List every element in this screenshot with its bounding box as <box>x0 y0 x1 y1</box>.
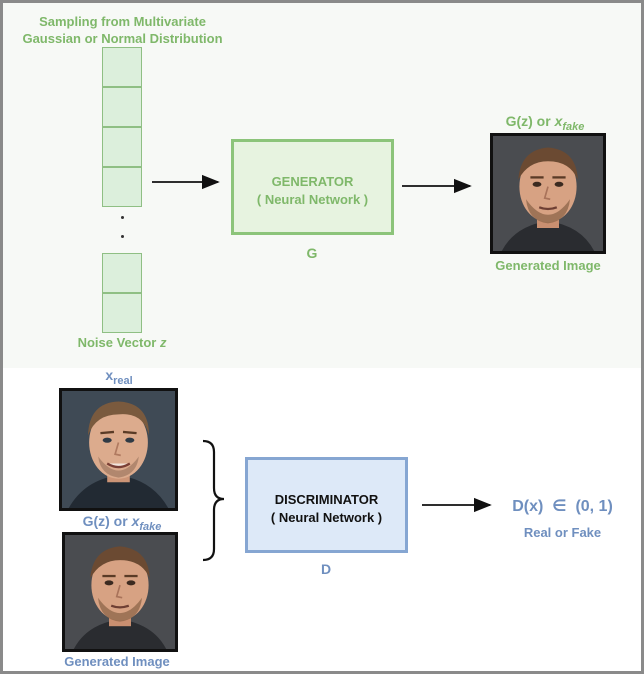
sampling-title-line2: Gaussian or Normal Distribution <box>22 31 223 46</box>
generator-letter: G <box>306 245 318 261</box>
generator-subtitle: ( Neural Network ) <box>256 192 369 207</box>
noise-vector-symbol: z <box>159 335 167 350</box>
fake-output-x: x <box>554 113 563 129</box>
noise-cell <box>102 253 142 293</box>
noise-cell <box>102 87 142 127</box>
generator-box: GENERATOR ( Neural Network ) <box>231 139 394 235</box>
input-brace <box>202 439 225 562</box>
face-illustration <box>62 391 175 508</box>
fake-input-sub: fake <box>139 520 162 533</box>
real-label: xreal <box>84 367 154 390</box>
fake-input-label: G(z) or xfake <box>62 513 182 536</box>
sampling-title-line1: Sampling from Multivariate <box>39 14 206 29</box>
discriminator-output-caption: Real or Fake <box>523 525 602 540</box>
ellipsis-dot <box>121 235 124 238</box>
noise-vector-label: Noise Vector z <box>62 334 182 351</box>
real-label-sub: real <box>113 374 133 387</box>
real-label-x: x <box>105 367 114 383</box>
noise-cell <box>102 47 142 87</box>
face-illustration <box>493 136 603 251</box>
fake-image-caption: Generated Image <box>64 654 170 669</box>
discriminator-box: DISCRIMINATOR ( Neural Network ) <box>245 457 408 553</box>
noise-cell <box>102 127 142 167</box>
fake-output-sub: fake <box>562 120 585 133</box>
fake-output-prefix: G(z) or <box>505 113 555 129</box>
noise-cell <box>102 167 142 207</box>
fake-face-image <box>62 532 178 652</box>
noise-vector-text: Noise Vector <box>77 335 160 350</box>
face-illustration <box>65 535 175 649</box>
discriminator-subtitle: ( Neural Network ) <box>270 510 383 525</box>
generated-face-image <box>490 133 606 254</box>
generated-image-caption: Generated Image <box>495 258 601 273</box>
generator-title: GENERATOR <box>271 174 354 189</box>
sampling-title: Sampling from Multivariate Gaussian or N… <box>0 13 245 47</box>
noise-cell <box>102 293 142 333</box>
discriminator-title: DISCRIMINATOR <box>274 492 379 507</box>
real-face-image <box>59 388 178 511</box>
discriminator-output-formula: D(x) ∈ (0, 1) <box>512 498 613 515</box>
fake-input-prefix: G(z) or <box>82 513 132 529</box>
discriminator-letter: D <box>320 561 332 577</box>
fake-output-label: G(z) or xfake <box>480 113 610 136</box>
fake-input-x: x <box>131 513 140 529</box>
ellipsis-dot <box>121 216 124 219</box>
